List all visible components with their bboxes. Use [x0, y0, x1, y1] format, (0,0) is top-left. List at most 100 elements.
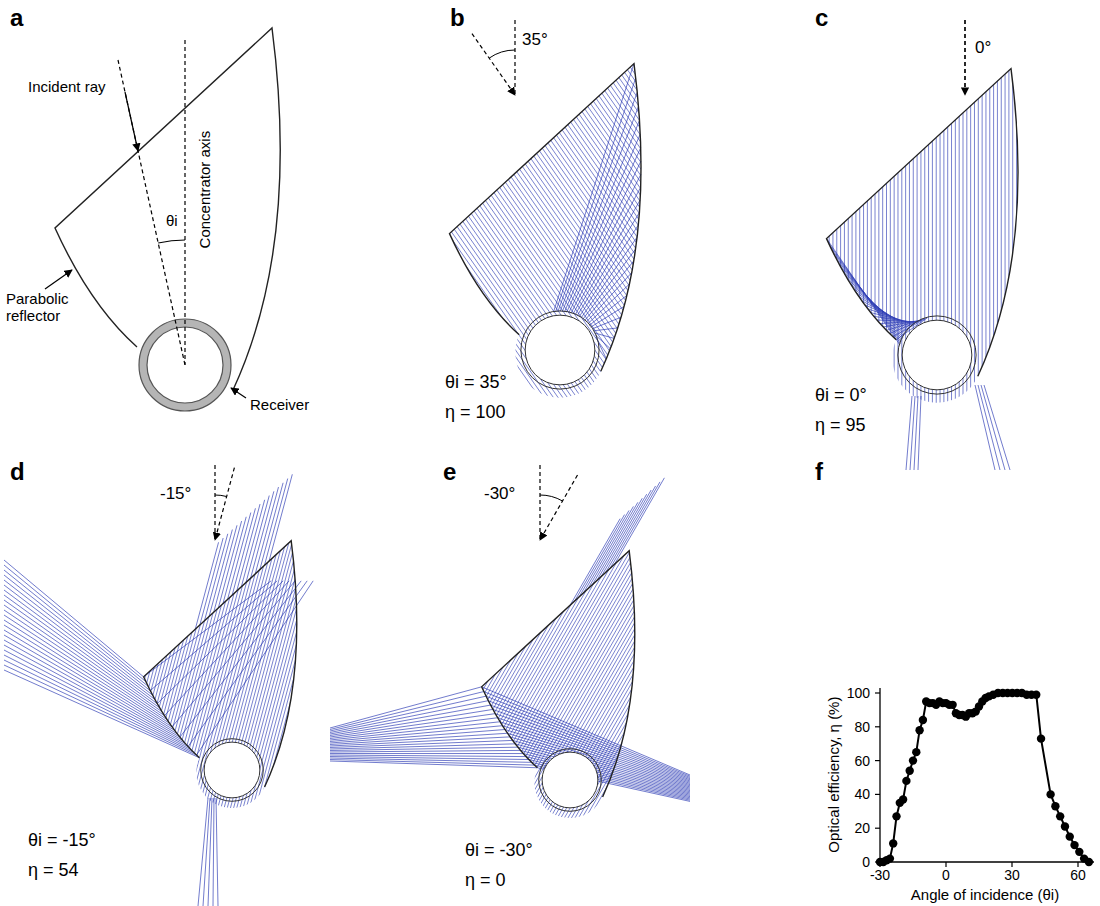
incident-ray: [157, 195, 557, 888]
data-point: [919, 716, 927, 724]
incident-ray: [0, 206, 103, 906]
rejected-ray: [330, 705, 491, 734]
incident-ray: [234, 239, 634, 906]
incident-ray: [544, 418, 944, 906]
incident-ray: [279, 265, 679, 906]
incident-ray: [389, 0, 848, 492]
incident-ray: [499, 392, 899, 906]
rejected-ray: [330, 761, 537, 768]
receiver-inner: [902, 320, 972, 390]
incident-ray: [599, 450, 999, 906]
leader-line: [45, 270, 72, 289]
incident-ray: [0, 208, 112, 906]
incident-ray: [325, 321, 532, 906]
incident-ray: [175, 206, 575, 899]
incident-ray: [284, 268, 684, 906]
incident-ray: [963, 0, 964, 611]
incident-beam: [597, 494, 647, 581]
incident-ray: [398, 334, 798, 906]
annotation-label: θi = 0°: [815, 385, 867, 406]
escaping-ray: [918, 396, 921, 470]
incident-ray: [718, 0, 719, 611]
incident-ray: [32, 242, 239, 906]
panel-letter: c: [815, 4, 828, 32]
incident-ray: [440, 359, 840, 906]
incident-ray: [756, 0, 757, 611]
incident-ray: [472, 377, 872, 906]
incident-ray: [459, 369, 859, 906]
receiver-inner: [542, 752, 598, 808]
incident-ray: [50, 247, 257, 906]
incident-ray: [201, 287, 408, 906]
incident-ray: [813, 0, 814, 611]
incident-ray: [528, 409, 928, 906]
incident-ray: [722, 0, 723, 611]
incident-ray: [471, 0, 930, 435]
incident-ray: [295, 0, 754, 558]
reflected-ray: [593, 328, 618, 331]
incident-ray: [453, 366, 853, 906]
incident-ray: [133, 269, 340, 906]
incident-ray: [304, 315, 511, 906]
incident-ray: [752, 0, 753, 611]
reflected-ray: [144, 581, 272, 677]
reference-line: [964, 20, 965, 95]
incident-ray: [440, 0, 899, 457]
escaping-ray: [914, 396, 918, 470]
incident-ray: [236, 0, 695, 599]
x-axis: [880, 861, 1094, 862]
incident-ray: [298, 314, 505, 906]
incident-ray: [612, 458, 1012, 906]
incident-ray: [660, 0, 661, 611]
reflected-ray: [556, 78, 636, 312]
incident-ray: [292, 273, 692, 906]
incident-ray: [467, 374, 867, 906]
incident-ray: [905, 0, 906, 611]
incident-ray: [679, 0, 680, 611]
annotation-label: θi = 35°: [445, 372, 507, 393]
incident-beam: [228, 513, 251, 600]
concentrator-axis: [184, 40, 185, 365]
incident-ray: [379, 323, 779, 906]
incident-ray: [121, 266, 328, 906]
incident-ray: [154, 1, 613, 656]
incident-ray: [1096, 0, 1097, 611]
annotation-label: Parabolic reflector: [6, 290, 86, 325]
incident-ray: [468, 0, 927, 437]
incident-ray: [107, 34, 566, 689]
incident-ray: [183, 283, 390, 906]
incident-ray: [369, 333, 576, 906]
incident-ray: [331, 322, 538, 906]
incident-ray: [308, 282, 708, 906]
incident-ray: [0, 215, 139, 906]
incident-ray: [257, 302, 464, 906]
incident-ray: [293, 312, 500, 906]
incident-ray: [779, 0, 780, 611]
incident-ray: [196, 218, 596, 906]
incident-ray: [189, 284, 396, 906]
annotation-label: -30°: [484, 484, 515, 504]
incident-ray: [702, 0, 703, 611]
incident-ray: [1008, 0, 1009, 611]
incident-ray: [210, 225, 610, 906]
data-point: [1051, 802, 1059, 810]
incident-ray: [167, 0, 626, 648]
reflected-ray: [196, 581, 313, 755]
incident-ray: [26, 241, 233, 906]
incident-ray: [332, 296, 732, 906]
incident-ray: [1047, 0, 1048, 611]
incident-ray: [176, 0, 635, 641]
x-tick: [1077, 862, 1078, 867]
incident-ray: [120, 25, 579, 680]
incident-ray: [917, 0, 918, 611]
incident-ray: [443, 360, 843, 906]
incident-ray: [1073, 0, 1074, 611]
incident-ray: [491, 388, 891, 906]
data-point: [892, 812, 900, 820]
incident-beam: [251, 491, 274, 578]
ray-arrow: [125, 92, 138, 151]
incident-ray: [430, 0, 889, 463]
y-tick: [875, 692, 880, 693]
incident-ray: [53, 248, 260, 906]
incident-ray: [294, 274, 694, 906]
